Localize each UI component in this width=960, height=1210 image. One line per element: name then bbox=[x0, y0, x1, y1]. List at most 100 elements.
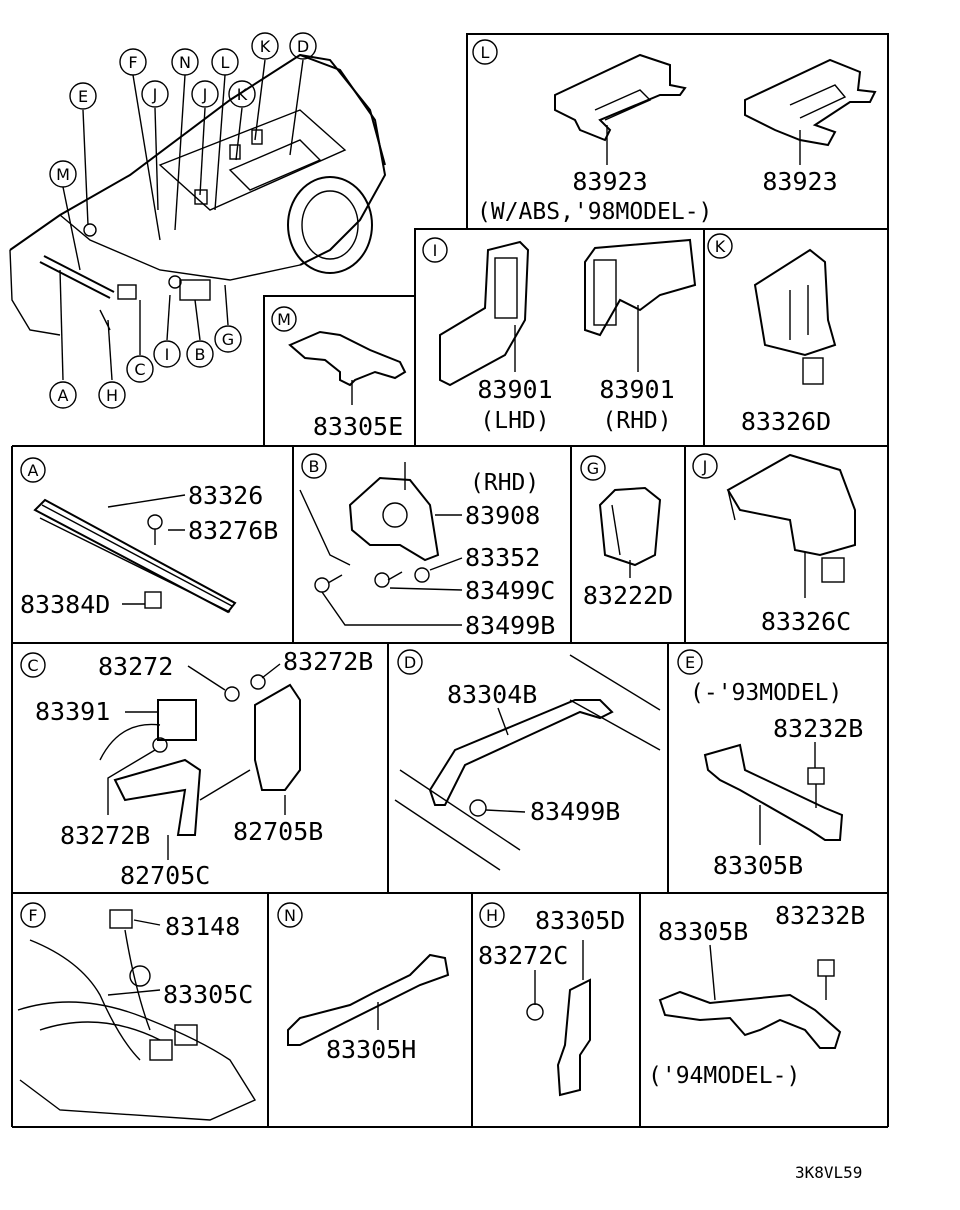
svg-text:E: E bbox=[78, 87, 88, 106]
part-83499b-d: 83499B bbox=[530, 797, 620, 826]
panel-b: B (RHD) 83908 83352 83499C 83499B bbox=[299, 453, 555, 640]
part-83304b: 83304B bbox=[447, 680, 537, 709]
part-83222d: 83222D bbox=[583, 581, 673, 610]
part-83901-lhd: 83901 bbox=[477, 375, 552, 404]
bracket-83305b-94 bbox=[658, 990, 842, 1049]
svg-text:G: G bbox=[222, 330, 234, 349]
part-83232b-e: 83232B bbox=[773, 714, 863, 743]
part-83499c: 83499C bbox=[465, 576, 555, 605]
callout-h: H bbox=[98, 381, 126, 409]
bracket-83305b-e bbox=[703, 743, 844, 841]
callout-d: D bbox=[289, 32, 317, 60]
figure-code: 3K8VL59 bbox=[795, 1163, 862, 1182]
part-83272b-top: 83272B bbox=[283, 647, 373, 676]
part-83272b-bottom: 83272B bbox=[60, 821, 150, 850]
bracket-83305e bbox=[288, 330, 407, 387]
svg-text:J: J bbox=[202, 85, 208, 104]
panel-k: K 83326D bbox=[707, 233, 837, 436]
svg-text:F: F bbox=[128, 53, 137, 72]
callout-j1: J bbox=[141, 80, 169, 108]
svg-text:L: L bbox=[221, 53, 230, 72]
svg-text:A: A bbox=[58, 386, 69, 405]
part-83908: 83908 bbox=[465, 501, 540, 530]
panel-j-letter: J bbox=[702, 457, 708, 476]
bracket-82705b bbox=[254, 683, 301, 791]
panel-n-letter: N bbox=[284, 906, 296, 925]
callout-a: A bbox=[49, 381, 77, 409]
panel-i-letter: I bbox=[433, 241, 438, 260]
panel-n: N 83305H bbox=[277, 902, 450, 1064]
panel-e-letter: E bbox=[685, 653, 695, 672]
cover-83326c bbox=[726, 453, 856, 557]
svg-text:B: B bbox=[195, 345, 206, 364]
callout-i: I bbox=[153, 340, 181, 368]
part-83305b-94: 83305B bbox=[658, 917, 748, 946]
panel-b-letter: B bbox=[309, 457, 320, 476]
bracket-83908 bbox=[348, 476, 440, 562]
part-83901-rhd: 83901 bbox=[599, 375, 674, 404]
part-83326d: 83326D bbox=[741, 407, 831, 436]
part-83391: 83391 bbox=[35, 697, 110, 726]
panel-l: L 83923 83923 (W/ABS,'98MODEL-) bbox=[472, 39, 877, 225]
callout-b: B bbox=[186, 340, 214, 368]
part-82705c: 82705C bbox=[120, 861, 210, 890]
callout-e: E bbox=[69, 82, 97, 110]
panel-h-letter: H bbox=[486, 906, 498, 925]
bracket-83304b bbox=[428, 699, 614, 806]
bracket-83305d bbox=[556, 978, 591, 1097]
panel-c-letter: C bbox=[27, 656, 38, 675]
svg-text:C: C bbox=[134, 360, 145, 379]
part-83352: 83352 bbox=[465, 543, 540, 572]
callout-g: G bbox=[214, 325, 242, 353]
panel-94-note: ('94MODEL-) bbox=[648, 1063, 800, 1089]
part-83923-a: 83923 bbox=[572, 167, 647, 196]
bracket-83923-b bbox=[744, 58, 877, 147]
callout-m: M bbox=[49, 160, 77, 188]
callout-n: N bbox=[171, 48, 199, 76]
svg-text:K: K bbox=[260, 37, 271, 56]
callout-k2: K bbox=[251, 32, 279, 60]
panel-l-note: (W/ABS,'98MODEL-) bbox=[477, 199, 712, 225]
grommet-83222d bbox=[598, 486, 662, 567]
part-83923-b: 83923 bbox=[762, 167, 837, 196]
panel-e-note: (-'93MODEL) bbox=[690, 680, 842, 706]
svg-text:D: D bbox=[297, 37, 309, 56]
panel-d: D 83304B 83499B bbox=[394, 649, 661, 871]
overview-leaders bbox=[59, 59, 304, 381]
panel-h: H 83305D 83272C bbox=[478, 902, 625, 1097]
panel-f-letter: F bbox=[28, 906, 37, 925]
svg-text:K: K bbox=[237, 85, 248, 104]
part-83305c: 83305C bbox=[163, 980, 253, 1009]
part-83272c: 83272C bbox=[478, 941, 568, 970]
panel-i: I 83901 83901 (LHD) (RHD) bbox=[422, 237, 697, 434]
panel-a-letter: A bbox=[28, 461, 39, 480]
panel-f: F 83148 83305C bbox=[17, 902, 257, 1121]
svg-text:J: J bbox=[152, 85, 158, 104]
callout-k1: K bbox=[228, 80, 256, 108]
part-83326: 83326 bbox=[188, 481, 263, 510]
note-lhd: (LHD) bbox=[480, 408, 549, 434]
panel-j: J 83326C bbox=[692, 453, 856, 636]
part-83305h: 83305H bbox=[326, 1035, 416, 1064]
svg-text:N: N bbox=[179, 53, 191, 72]
svg-text:I: I bbox=[165, 345, 170, 364]
callout-j2: J bbox=[191, 80, 219, 108]
plate-83391 bbox=[157, 699, 197, 741]
overview-car-drawing bbox=[9, 53, 387, 336]
bracket-83305h bbox=[287, 953, 450, 1046]
panel-m: M 83305E bbox=[271, 306, 407, 441]
part-82705b: 82705B bbox=[233, 817, 323, 846]
part-83232b-94: 83232B bbox=[775, 901, 865, 930]
part-83305d: 83305D bbox=[535, 906, 625, 935]
panel-c: C 83272 83272B 83391 83272B 82705B 82705… bbox=[20, 647, 373, 890]
callout-l: L bbox=[211, 48, 239, 76]
note-rhd: (RHD) bbox=[602, 408, 671, 434]
rail-83326 bbox=[33, 498, 237, 614]
panel-m-letter: M bbox=[277, 310, 291, 329]
panel-l-letter: L bbox=[481, 43, 490, 62]
part-83326c: 83326C bbox=[761, 607, 851, 636]
bracket-82705c bbox=[113, 758, 202, 836]
cover-83326d bbox=[753, 248, 837, 357]
panel-a: A 83326 83276B 83384D bbox=[20, 457, 278, 619]
